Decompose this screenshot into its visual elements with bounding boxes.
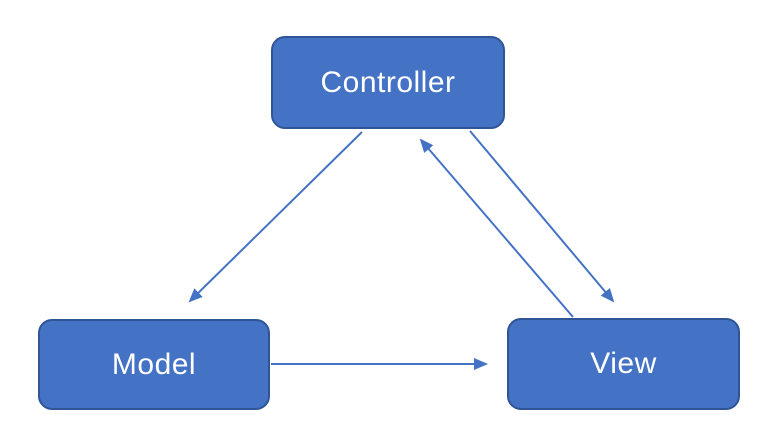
arrow-controller-to-view: [469, 130, 615, 303]
node-view-label: View: [590, 347, 657, 380]
node-view: View: [507, 318, 740, 410]
arrow-controller-to-model: [188, 131, 363, 303]
node-model: Model: [38, 319, 270, 410]
node-controller-label: Controller: [320, 65, 456, 99]
arrow-view-to-controller: [419, 138, 574, 318]
node-model-label: Model: [111, 347, 197, 381]
node-controller: Controller: [271, 36, 505, 129]
